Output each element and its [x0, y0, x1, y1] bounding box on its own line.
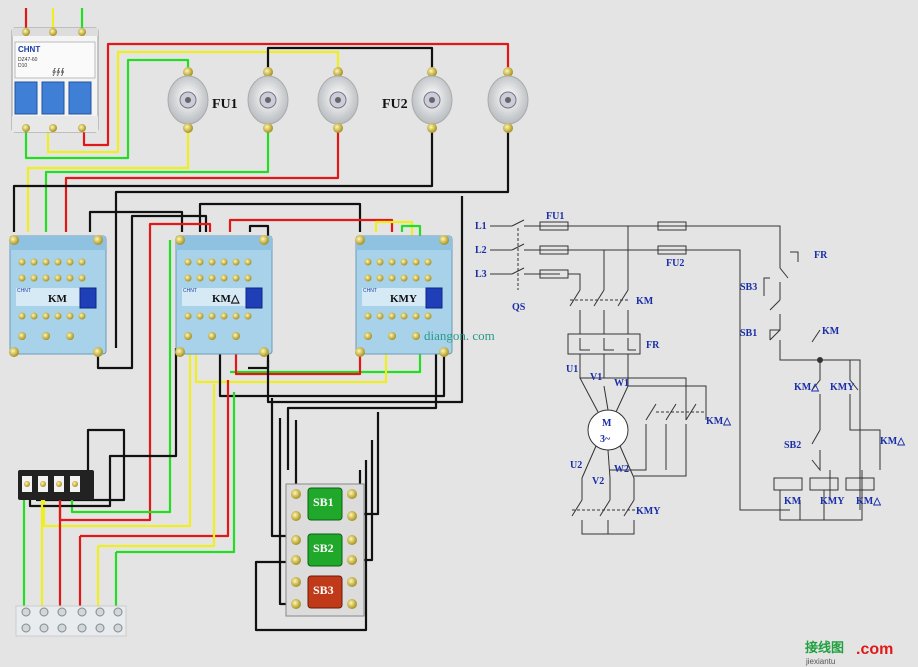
coil-kma: KM△	[856, 496, 881, 507]
breaker-model: DZ47-60	[18, 57, 38, 63]
sch-v2: V2	[592, 476, 604, 487]
ctrl-fr: FR	[814, 250, 828, 261]
site-logo: 接线图 .com jiexiantu	[805, 640, 893, 666]
sch-qs: QS	[512, 302, 526, 313]
breaker-rating: D10	[18, 63, 27, 69]
fu2-label: FU2	[382, 97, 408, 112]
motor-3: 3~	[600, 434, 611, 445]
sch-v1: V1	[590, 372, 602, 383]
fuse-2	[247, 67, 289, 133]
fuses: FU1 FU2	[167, 67, 529, 133]
logo-com: .com	[856, 641, 893, 658]
sb2-button[interactable]: SB2	[307, 533, 343, 567]
fuse-5	[487, 67, 529, 133]
fuse-4	[411, 67, 453, 133]
km-label: KM	[48, 293, 68, 305]
sch-u1: U1	[566, 364, 578, 375]
coil-km: KM	[784, 496, 802, 507]
sch-km: KM	[636, 296, 654, 307]
fuse-1	[167, 67, 209, 133]
sch-fu1: FU1	[546, 211, 564, 222]
schematic: M 3~ L1 L2 L3 QS FU1 FU2 KM FR U1 V1 W1	[475, 211, 905, 535]
fu1-label: FU1	[212, 97, 238, 112]
contactor-km-delta: CHNT KM△	[175, 235, 273, 357]
button-station: SB1 SB2 SB3	[285, 483, 365, 617]
sch-kmy: KMY	[636, 506, 661, 517]
sch-w1: W1	[614, 378, 629, 389]
circuit-breaker: CHNT DZ47-60 D10 ∮∮∮	[11, 27, 99, 133]
sb3-label: SB3	[313, 583, 334, 597]
sch-l3: L3	[475, 269, 487, 280]
contactor-km: CHNT KM	[9, 235, 107, 357]
fuse-3	[317, 67, 359, 133]
kma-label: KM△	[212, 293, 240, 305]
sch-l2: L2	[475, 245, 487, 256]
breaker-brand: CHNT	[18, 45, 40, 54]
sch-km-delta: KM△	[706, 416, 731, 427]
kma-brand: CHNT	[183, 288, 197, 294]
svg-text:∮∮∮: ∮∮∮	[52, 67, 65, 76]
motor-m: M	[602, 418, 612, 429]
sb1-button[interactable]: SB1	[307, 487, 343, 521]
logo-cn: 接线图	[805, 640, 844, 655]
sch-fr: FR	[646, 340, 660, 351]
ctrl-sb1: SB1	[740, 328, 757, 339]
ctrl-kmy: KMY	[830, 382, 855, 393]
sb2-label: SB2	[313, 541, 334, 555]
watermark-site: diangon. com	[424, 328, 495, 343]
thermal-relay	[18, 470, 94, 500]
sch-l1: L1	[475, 221, 487, 232]
ctrl-sb3: SB3	[740, 282, 757, 293]
ctrl-km-delta2: KM△	[880, 436, 905, 447]
sch-u2: U2	[570, 460, 582, 471]
contactor-kmy: CHNT KMY	[355, 235, 453, 357]
km-brand: CHNT	[17, 288, 31, 294]
sb1-label: SB1	[313, 495, 334, 509]
kmy-brand: CHNT	[363, 288, 377, 294]
sch-fu2: FU2	[666, 258, 684, 269]
ctrl-km-delta: KM△	[794, 382, 819, 393]
motor-terminals	[15, 605, 127, 637]
ctrl-sb2: SB2	[784, 440, 801, 451]
kmy-label: KMY	[390, 293, 417, 305]
ctrl-km: KM	[822, 326, 840, 337]
sb3-button[interactable]: SB3	[307, 575, 343, 609]
sch-w2: W2	[614, 464, 629, 475]
coil-kmy: KMY	[820, 496, 845, 507]
logo-en: jiexiantu	[805, 657, 835, 666]
